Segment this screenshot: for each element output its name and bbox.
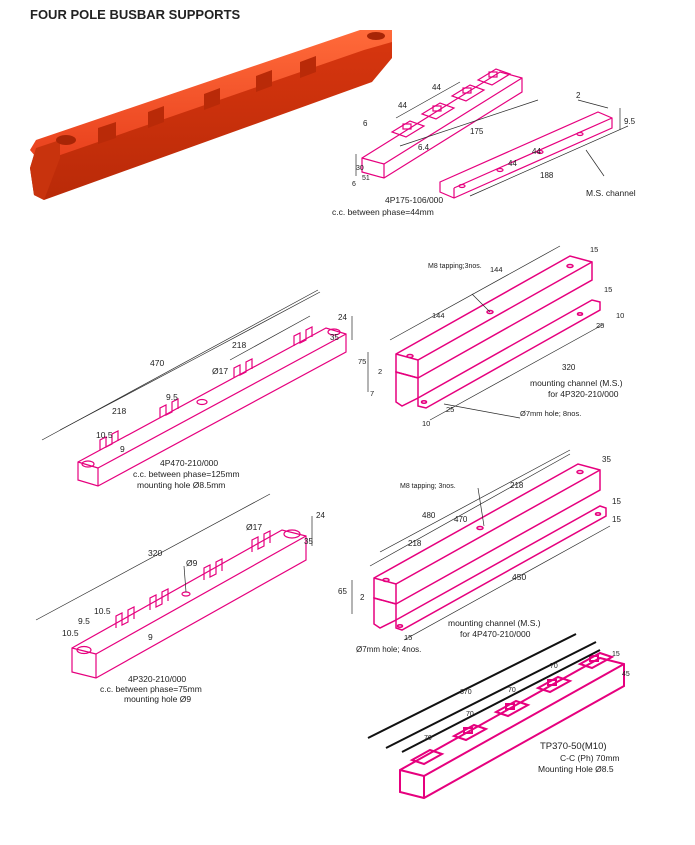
model-4p470-label: 4P470-210/000 bbox=[160, 458, 218, 468]
hole-count-label: Ø7mm hole; 8nos. bbox=[520, 409, 581, 418]
dim-480: 480 bbox=[422, 511, 436, 520]
page-title: FOUR POLE BUSBAR SUPPORTS bbox=[30, 7, 241, 22]
channel-for-label: for 4P470-210/000 bbox=[460, 629, 531, 639]
cc-4p320-label: c.c. between phase=75mm bbox=[100, 684, 202, 694]
dim-70: 70 bbox=[550, 663, 558, 670]
dim-370: 370 bbox=[460, 689, 472, 696]
dim-7: 7 bbox=[370, 389, 374, 398]
dim-6: 6 bbox=[352, 181, 356, 188]
support-4p320-dims bbox=[35, 493, 313, 621]
support-tp370-drawing bbox=[399, 651, 625, 800]
dim-25: 25 bbox=[446, 405, 454, 414]
dim-24: 24 bbox=[338, 313, 347, 322]
dim-218: 218 bbox=[408, 539, 422, 548]
dim-75: 75 bbox=[358, 357, 366, 366]
dim-144: 144 bbox=[432, 311, 445, 320]
support-4p320-drawing bbox=[71, 529, 307, 679]
dim-15: 15 bbox=[604, 285, 612, 294]
dim-51: 51 bbox=[362, 175, 370, 182]
dim-470: 470 bbox=[150, 358, 164, 368]
dim-30: 30 bbox=[356, 165, 364, 172]
ms-channel-small-dims bbox=[469, 99, 629, 197]
dim-9-5: 9.5 bbox=[166, 392, 178, 402]
dim-470: 470 bbox=[454, 515, 468, 524]
tapping-label: M8 tapping;3nos. bbox=[428, 263, 482, 270]
dim-70: 70 bbox=[424, 735, 432, 742]
dim-70: 70 bbox=[508, 687, 516, 694]
support-tp370-dims bbox=[367, 633, 601, 753]
support-4p470-dims bbox=[41, 289, 353, 441]
dim-10-5: 10.5 bbox=[96, 430, 113, 440]
dim-175: 175 bbox=[470, 127, 484, 136]
dim-9: 9 bbox=[148, 632, 153, 642]
busbar-support-photo bbox=[30, 30, 392, 200]
dim-10-5: 10.5 bbox=[62, 628, 79, 638]
dim-188: 188 bbox=[540, 171, 554, 180]
model-4p320-label: 4P320-210/000 bbox=[128, 674, 186, 684]
dim-320: 320 bbox=[562, 363, 576, 372]
dim-2: 2 bbox=[378, 367, 382, 376]
dim-15: 15 bbox=[612, 497, 621, 506]
dim-450: 450 bbox=[512, 572, 526, 582]
dim-9-5: 9.5 bbox=[78, 616, 90, 626]
dim-15: 15 bbox=[612, 515, 621, 524]
dim-dia-17: Ø17 bbox=[246, 522, 262, 532]
model-4p175-label: 4P175-106/000 bbox=[385, 195, 443, 205]
dim-218: 218 bbox=[232, 340, 246, 350]
dim-65: 65 bbox=[338, 587, 347, 596]
dim-320: 320 bbox=[148, 548, 162, 558]
support-4p175-drawing bbox=[361, 68, 523, 179]
cc-4p175-label: c.c. between phase=44mm bbox=[332, 207, 434, 217]
dim-218: 218 bbox=[510, 481, 524, 490]
dim-24: 24 bbox=[316, 511, 325, 520]
support-4p175-dims bbox=[355, 81, 539, 176]
dim-9: 9 bbox=[120, 444, 125, 454]
dim-6: 6 bbox=[363, 119, 368, 128]
support-4p470-drawing bbox=[77, 326, 347, 487]
dim-35: 35 bbox=[304, 537, 313, 546]
dim-10: 10 bbox=[422, 419, 430, 428]
hole-4p320-label: mounting hole Ø9 bbox=[124, 694, 191, 704]
tapping-label: M8 tapping; 3nos. bbox=[400, 483, 456, 490]
cc-tp370-label: C-C (Ph) 70mm bbox=[560, 753, 620, 763]
dim-dia-17: Ø17 bbox=[212, 366, 228, 376]
dim-70: 70 bbox=[466, 711, 474, 718]
dim-15: 15 bbox=[612, 651, 620, 658]
mounting-channel-4p320-drawing bbox=[395, 255, 601, 409]
dim-10: 10 bbox=[616, 311, 624, 320]
dim-9-5: 9.5 bbox=[624, 117, 636, 126]
dim-44: 44 bbox=[532, 147, 541, 156]
ms-channel-small-drawing bbox=[439, 111, 613, 199]
hole-4p470-label: mounting hole Ø8.5mm bbox=[137, 480, 225, 490]
dim-44: 44 bbox=[398, 101, 407, 110]
hole-tp370-label: Mounting Hole Ø8.5 bbox=[538, 764, 614, 774]
dim-10-5: 10.5 bbox=[94, 606, 111, 616]
mounting-channel-4p470-dims bbox=[351, 449, 611, 641]
dim-6-4: 6.4 bbox=[418, 143, 430, 152]
dim-35: 35 bbox=[330, 333, 339, 342]
mounting-channel-4p320-dims bbox=[367, 245, 605, 421]
hole-count-label: Ø7mm hole; 4nos. bbox=[356, 645, 421, 654]
channel-label: mounting channel (M.S.) bbox=[530, 378, 623, 388]
channel-for-label: for 4P320-210/000 bbox=[548, 389, 619, 399]
cc-4p470-label: c.c. between phase=125mm bbox=[133, 469, 240, 479]
channel-label: mounting channel (M.S.) bbox=[448, 618, 541, 628]
ms-channel-label: M.S. channel bbox=[586, 188, 636, 198]
dim-25: 25 bbox=[596, 321, 604, 330]
dim-218: 218 bbox=[112, 406, 126, 416]
model-tp370-label: TP370-50(M10) bbox=[540, 741, 607, 752]
dim-35: 35 bbox=[602, 455, 611, 464]
dim-15: 15 bbox=[404, 633, 412, 642]
dim-dia-9: Ø9 bbox=[186, 558, 198, 568]
dim-45: 45 bbox=[622, 671, 630, 678]
dim-2: 2 bbox=[360, 593, 365, 602]
dim-144: 144 bbox=[490, 265, 503, 274]
dim-15: 15 bbox=[590, 245, 598, 254]
dim-2: 2 bbox=[576, 91, 581, 100]
mounting-channel-4p470-drawing bbox=[373, 463, 607, 631]
dim-44: 44 bbox=[432, 83, 441, 92]
dim-44: 44 bbox=[508, 159, 517, 168]
